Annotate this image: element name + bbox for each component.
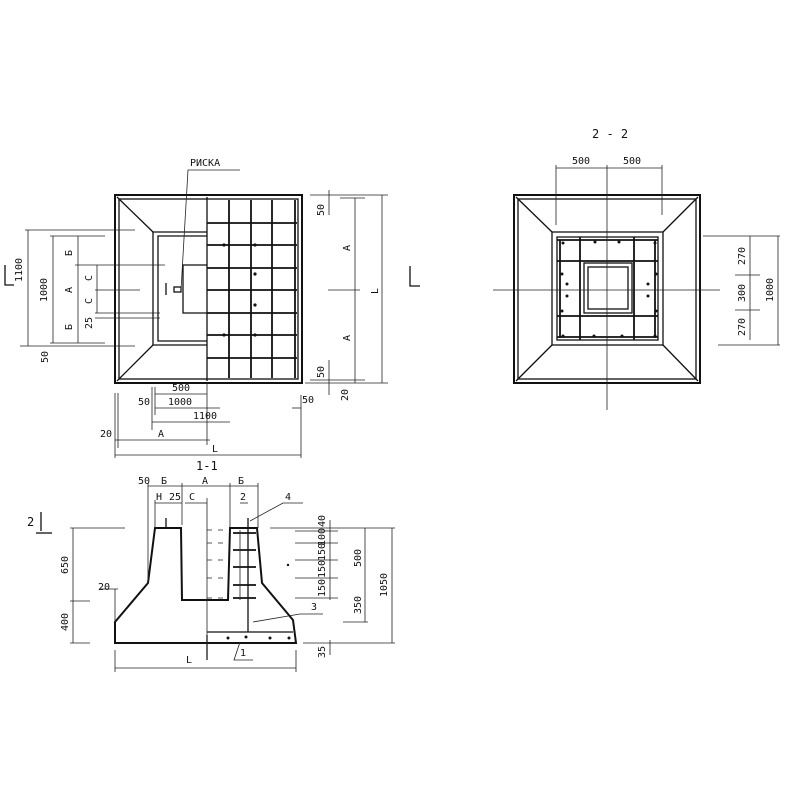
socket-outline [182, 264, 207, 314]
dim-40: 40 [317, 515, 328, 527]
callout-1: 1 [240, 648, 246, 659]
dim-35: 35 [317, 646, 328, 658]
dim-b: Б [238, 476, 244, 487]
dim-l: L [186, 655, 192, 666]
dim-1000: 1000 [765, 278, 776, 302]
plan-left-dimensions: 1100 1000 Б А Б С С 25 50 [4, 229, 165, 363]
marker-label: РИСКА [190, 158, 220, 169]
dim-a: А [202, 476, 208, 487]
dim-50: 50 [316, 366, 327, 378]
dim-b: Б [161, 476, 167, 487]
dim-650: 650 [60, 556, 71, 574]
dim-300: 300 [737, 284, 748, 302]
dim-50: 50 [138, 397, 150, 408]
dim-20: 20 [98, 582, 110, 593]
cut-mark-2: 2 [27, 515, 34, 529]
dim-a: А [342, 335, 353, 341]
section-2-2-title: 2 - 2 [592, 127, 628, 141]
dim-a: А [342, 245, 353, 251]
plan-view: РИСКА 1100 1000 Б А Б С С 25 50 [4, 158, 420, 458]
dim-c: С [84, 298, 95, 304]
dim-500: 500 [353, 549, 364, 567]
dim-50: 50 [316, 204, 327, 216]
dim-20: 20 [340, 389, 351, 401]
section-1-1-title: 1-1 [196, 459, 218, 473]
dim-50: 50 [302, 395, 314, 406]
dim-400: 400 [60, 613, 71, 631]
dim-l: L [370, 288, 381, 294]
dim-270: 270 [737, 318, 748, 336]
plan-right-dimensions: 50 А А L 50 20 [305, 190, 420, 401]
dim-150: 150 [317, 543, 328, 561]
callout-4: 4 [285, 492, 291, 503]
dim-1000: 1000 [39, 278, 50, 302]
dim-a: А [64, 287, 75, 293]
dim-100: 100 [317, 528, 328, 546]
section-outline [114, 527, 298, 644]
dim-500: 500 [623, 156, 641, 167]
dim-25: 25 [169, 492, 181, 503]
section-2-2: 2 - 2 500 500 [493, 127, 780, 410]
dim-b: Б [64, 324, 75, 330]
dim-50: 50 [40, 351, 51, 363]
dim-20: 20 [100, 429, 112, 440]
dim-150: 150 [317, 560, 328, 578]
dim-1050: 1050 [379, 573, 390, 597]
dim-1100: 1100 [14, 258, 25, 282]
dim-150: 150 [317, 579, 328, 597]
dim-h: Н [156, 492, 162, 503]
callout-3: 3 [311, 602, 317, 613]
dim-1000: 1000 [168, 397, 192, 408]
dim-b: Б [64, 250, 75, 256]
section-1-1: 1-1 50 [27, 459, 395, 672]
callout-2: 2 [240, 492, 246, 503]
dim-50: 50 [138, 476, 150, 487]
dim-270: 270 [737, 247, 748, 265]
rebar-grid [207, 200, 297, 378]
dim-350: 350 [353, 596, 364, 614]
dim-500: 500 [572, 156, 590, 167]
plan-outline [114, 194, 303, 384]
plan-bottom-dimensions: 500 50 1000 1100 20 А L 50 [100, 383, 314, 458]
dim-l: L [212, 444, 218, 455]
stirrups [207, 529, 291, 640]
dim-c: С [84, 275, 95, 281]
dim-1100: 1100 [193, 411, 217, 422]
socket-outline [583, 262, 633, 314]
dim-a: А [158, 429, 164, 440]
dim-500: 500 [172, 383, 190, 394]
dim-25: 25 [84, 317, 95, 329]
rebar-grid [557, 237, 658, 340]
dim-c: С [189, 492, 195, 503]
